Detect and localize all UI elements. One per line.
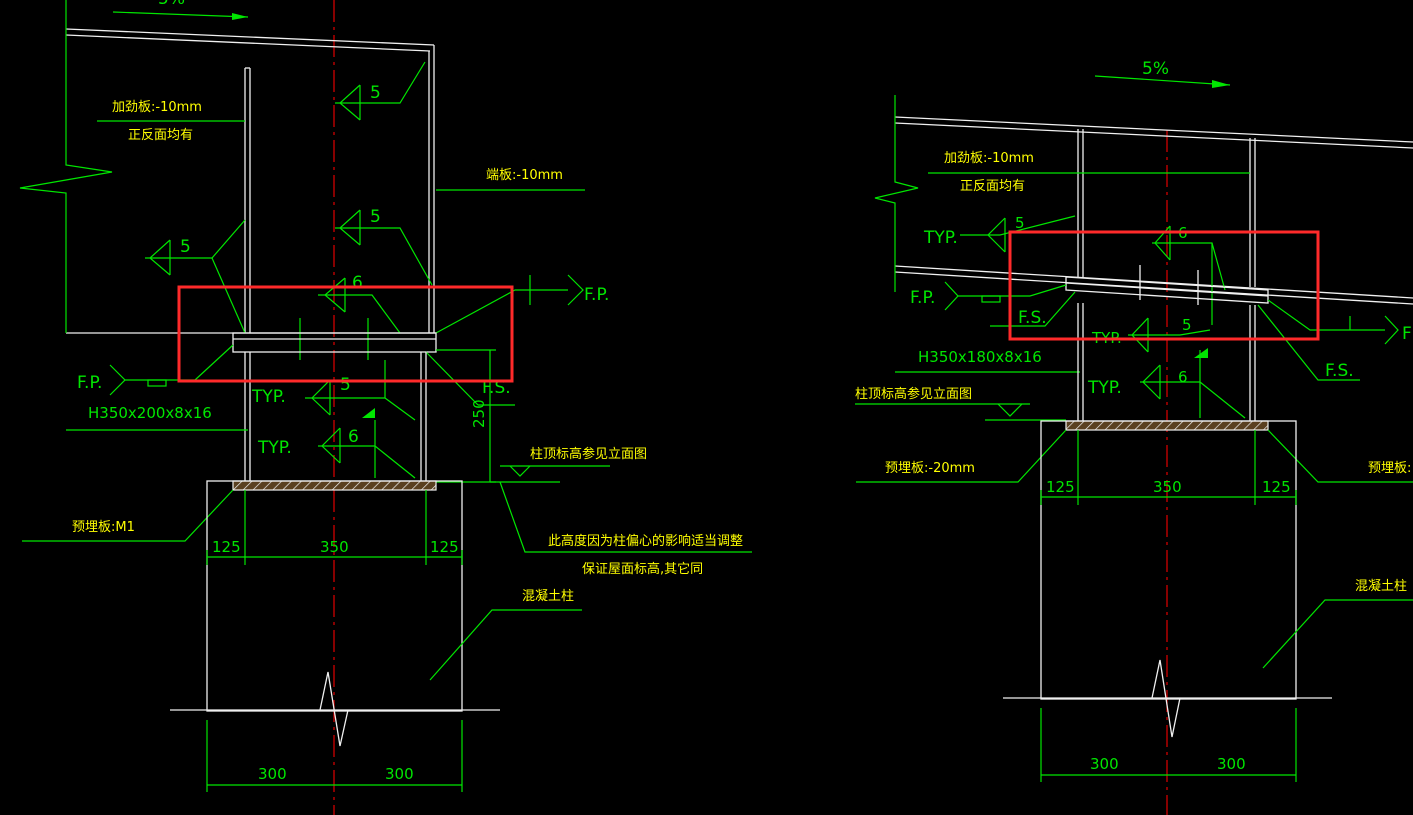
right-weld-6-top: 6 bbox=[1152, 224, 1226, 325]
svg-text:125: 125 bbox=[430, 538, 459, 556]
svg-text:5: 5 bbox=[370, 83, 381, 103]
svg-text:6: 6 bbox=[348, 427, 359, 447]
svg-text:柱顶标高参见立面图: 柱顶标高参见立面图 bbox=[530, 446, 647, 462]
left-detail: 5% 加劲板:-10mm 正反面均有 端板:-10mm 5 5 bbox=[19, 0, 752, 815]
svg-text:5: 5 bbox=[1015, 214, 1025, 232]
left-section-label: H350x200x8x16 bbox=[88, 404, 212, 422]
right-embed-plate bbox=[1065, 420, 1269, 431]
right-concrete-column bbox=[1040, 420, 1297, 700]
svg-text:250: 250 bbox=[470, 399, 488, 428]
right-fs-left: F.S. bbox=[990, 291, 1076, 328]
left-typ-label-1: TYP. bbox=[251, 387, 286, 407]
svg-text:5: 5 bbox=[1182, 316, 1192, 334]
svg-text:5: 5 bbox=[180, 237, 191, 257]
right-both-faces-label: 正反面均有 bbox=[960, 179, 1025, 194]
right-detail: 5% 加劲板:-10mm 正反面均有 5 TYP. 6 bbox=[855, 59, 1413, 815]
left-highlight-box bbox=[177, 285, 514, 383]
svg-text:6: 6 bbox=[1178, 368, 1188, 386]
left-weld-5-middle: 5 bbox=[335, 207, 433, 286]
svg-text:此高度因为柱偏心的影响适当调整: 此高度因为柱偏心的影响适当调整 bbox=[548, 533, 743, 549]
svg-text:6: 6 bbox=[352, 273, 363, 293]
svg-text:5: 5 bbox=[370, 207, 381, 227]
svg-text:F: F bbox=[1402, 324, 1412, 344]
svg-text:300: 300 bbox=[385, 765, 414, 783]
right-dims-bottom: 300 300 bbox=[1040, 708, 1297, 782]
svg-text:F.S.: F.S. bbox=[482, 378, 511, 398]
right-typ-weld-5: 5 TYP. bbox=[923, 214, 1076, 253]
svg-text:125: 125 bbox=[212, 538, 241, 556]
svg-text:300: 300 bbox=[1090, 755, 1119, 773]
svg-text:5: 5 bbox=[340, 375, 351, 395]
svg-text:350: 350 bbox=[1153, 478, 1182, 496]
svg-text:F.P.: F.P. bbox=[910, 288, 935, 308]
left-weld-5-top: 5 bbox=[335, 61, 426, 121]
left-slope-arrow: 5% bbox=[112, 0, 249, 20]
left-typ-weld-6: 6 TYP. bbox=[257, 408, 416, 479]
right-highlight-box bbox=[1008, 230, 1320, 341]
right-cap-plate bbox=[1065, 276, 1269, 304]
svg-text:F.S.: F.S. bbox=[1325, 361, 1354, 381]
svg-text:保证屋面标高,其它同: 保证屋面标高,其它同 bbox=[582, 561, 703, 577]
right-column-top-note: 柱顶标高参见立面图 bbox=[855, 386, 1066, 421]
right-typ-weld-5b: 5 TYP. bbox=[1091, 316, 1211, 353]
left-fp-right: F.P. bbox=[435, 274, 609, 334]
left-concrete-column-label: 混凝土柱 bbox=[522, 588, 574, 604]
left-fp-left: F.P. bbox=[77, 344, 234, 396]
left-dims-top: 125 350 125 bbox=[206, 490, 463, 565]
left-column-top-note: 柱顶标高参见立面图 bbox=[490, 446, 647, 483]
left-cap-plate bbox=[232, 332, 437, 353]
left-end-plate-label: 端板:-10mm bbox=[486, 168, 563, 183]
right-concrete-column-label: 混凝土柱 bbox=[1355, 578, 1407, 594]
left-height-note: 此高度因为柱偏心的影响适当调整 保证屋面标高,其它同 bbox=[499, 481, 752, 577]
right-typ-label-3: TYP. bbox=[1087, 378, 1122, 398]
left-typ-weld-5: 5 TYP. bbox=[251, 360, 416, 421]
right-typ-weld-6: 6 TYP. bbox=[1087, 348, 1246, 419]
right-section-label: H350x180x8x16 bbox=[918, 348, 1042, 366]
svg-text:F.P.: F.P. bbox=[584, 285, 609, 305]
left-break-line bbox=[19, 0, 113, 333]
svg-text:300: 300 bbox=[258, 765, 287, 783]
right-embed-plate-label-cut: 预埋板: bbox=[1368, 461, 1411, 476]
right-fp-right: F bbox=[1267, 299, 1412, 345]
right-break-line bbox=[874, 95, 919, 292]
right-stiffener-label: 加劲板:-10mm bbox=[944, 151, 1034, 166]
svg-text:F.S.: F.S. bbox=[1018, 308, 1047, 328]
left-embed-plate-label: 预埋板:M1 bbox=[72, 520, 135, 535]
svg-text:F.P.: F.P. bbox=[77, 373, 102, 393]
svg-text:300: 300 bbox=[1217, 755, 1246, 773]
left-typ-label-2: TYP. bbox=[257, 438, 292, 458]
left-stiffener-label: 加劲板:-10mm bbox=[112, 100, 202, 115]
svg-text:125: 125 bbox=[1046, 478, 1075, 496]
svg-text:125: 125 bbox=[1262, 478, 1291, 496]
right-dims-top: 125 350 125 bbox=[1040, 430, 1297, 505]
right-typ-label-1: TYP. bbox=[923, 228, 958, 248]
left-fs-mark: F.S. bbox=[425, 351, 515, 406]
left-dim-250: 250 bbox=[436, 349, 496, 483]
left-weld-5-left: 5 bbox=[145, 219, 246, 334]
left-weld-6: 6 bbox=[299, 273, 401, 360]
left-embed-plate bbox=[232, 480, 437, 491]
left-both-faces-label: 正反面均有 bbox=[128, 128, 193, 143]
left-slope-text: 5% bbox=[158, 0, 185, 9]
right-fp-left: F.P. bbox=[910, 281, 1067, 311]
left-dims-bottom: 300 300 bbox=[206, 720, 463, 792]
left-roof-beam bbox=[19, 0, 436, 334]
svg-text:柱顶标高参见立面图: 柱顶标高参见立面图 bbox=[855, 386, 972, 402]
right-embed-plate-label: 预埋板:-20mm bbox=[885, 461, 975, 476]
right-fs-right: F.S. bbox=[1257, 304, 1360, 381]
svg-text:350: 350 bbox=[320, 538, 349, 556]
right-slope-text: 5% bbox=[1142, 59, 1169, 79]
